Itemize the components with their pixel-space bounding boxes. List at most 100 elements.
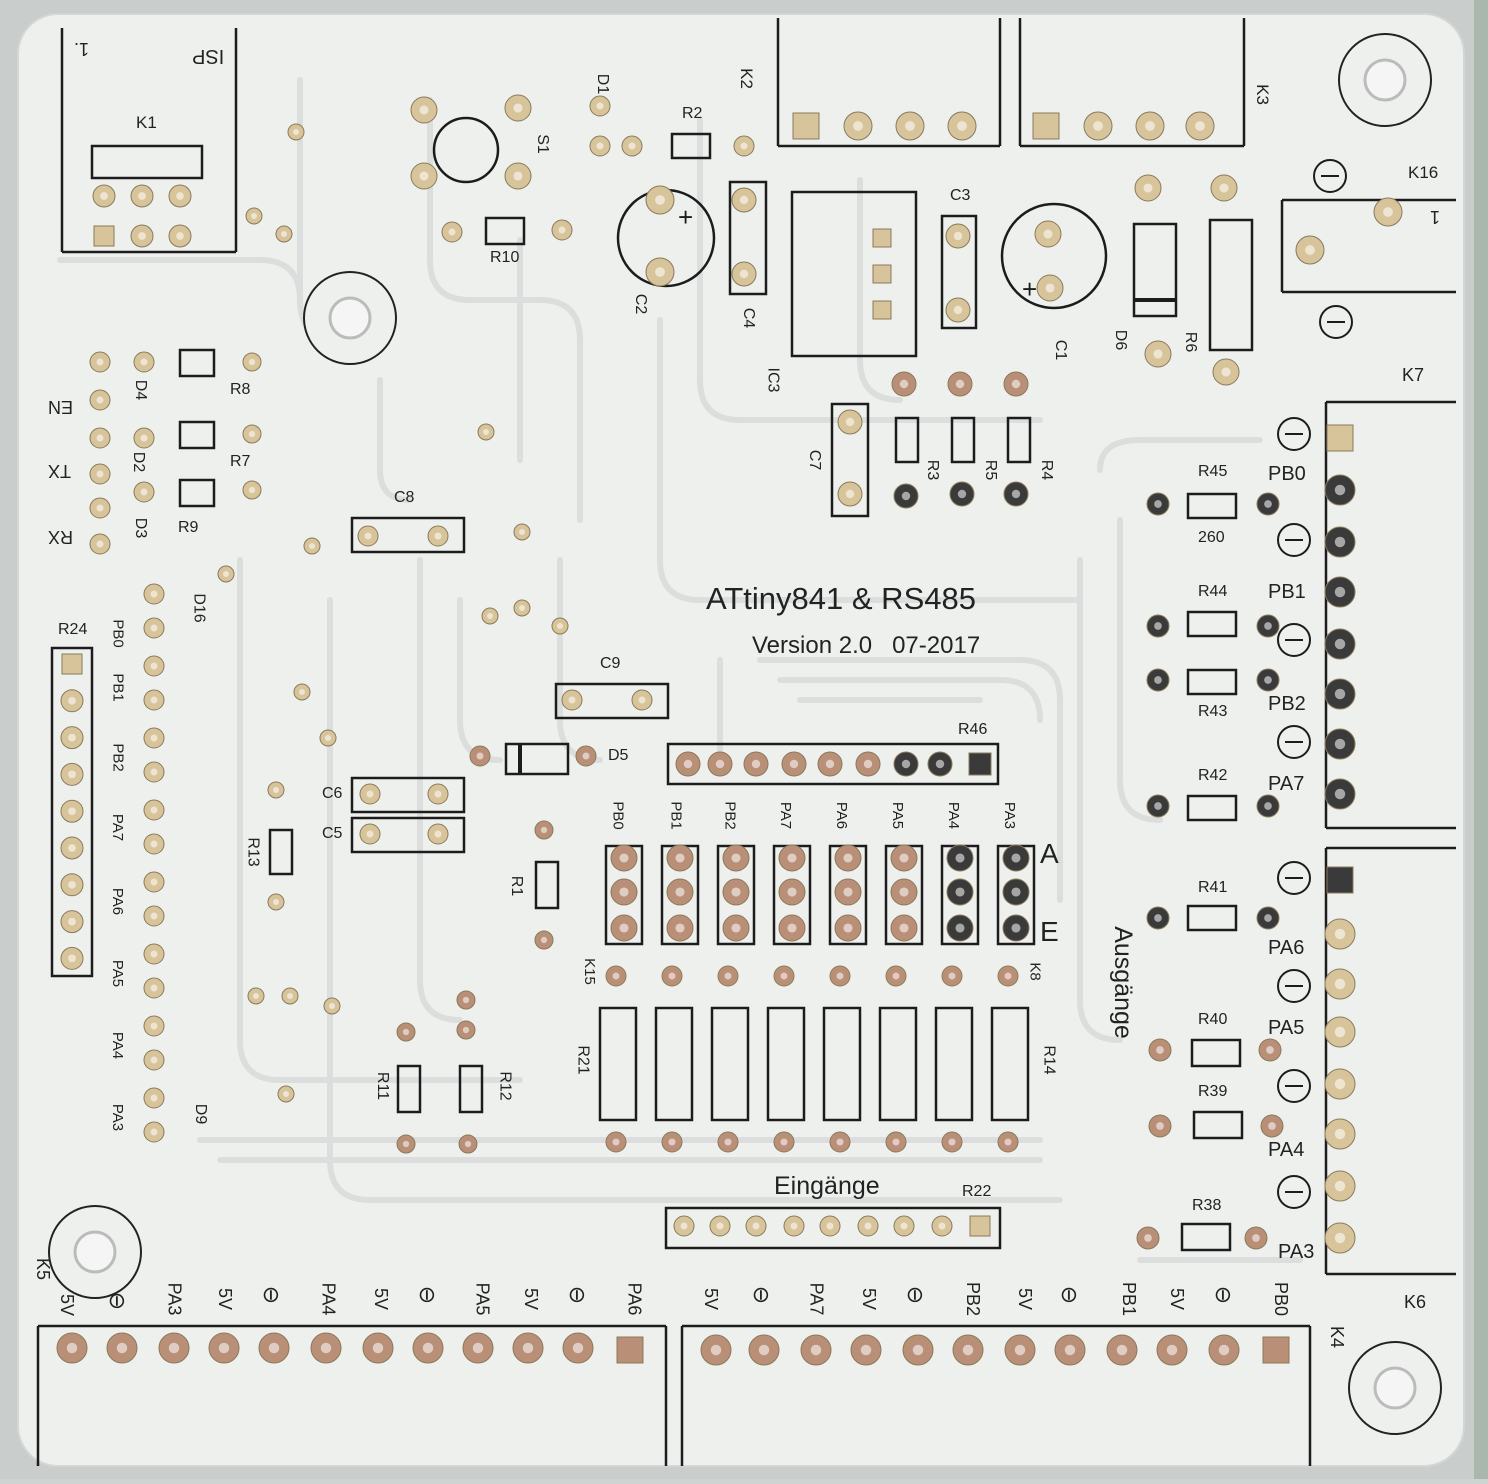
pad-hole — [935, 759, 945, 769]
pad-hole — [836, 972, 844, 980]
ref-d16: D16 — [190, 593, 208, 623]
ref-c7: C7 — [806, 449, 824, 471]
ref-k6: K6 — [1404, 1292, 1427, 1312]
ref-d9: D9 — [192, 1103, 210, 1125]
k4-label: 5V — [701, 1287, 722, 1311]
k4-label: ⊖ — [903, 1285, 929, 1305]
pad-hole — [1154, 914, 1162, 922]
pad-hole — [68, 733, 76, 742]
k6-label: PA4 — [1268, 1139, 1305, 1161]
pad-hole — [843, 923, 853, 933]
pad-hole — [957, 121, 967, 131]
pad-hole — [1334, 536, 1346, 548]
pad-hole — [320, 1342, 332, 1354]
pad-hole — [68, 954, 76, 963]
pad-hole — [140, 358, 148, 366]
pad-hole — [715, 759, 725, 769]
trace — [857, 177, 903, 403]
r3-body — [894, 416, 920, 464]
pad-hole — [1334, 1128, 1346, 1140]
c1-plus-mark: + — [1022, 274, 1037, 304]
pad-hole — [864, 1222, 872, 1230]
k5-label: 5V — [521, 1287, 542, 1311]
pad-hole — [522, 1342, 534, 1354]
pad-hole — [901, 759, 911, 769]
trace — [417, 557, 463, 1023]
ref-r42: R42 — [1198, 767, 1228, 784]
r12-body — [458, 1064, 484, 1114]
pad-hole — [752, 1222, 760, 1230]
c3-outline — [940, 214, 978, 330]
pad-hole — [1154, 676, 1162, 684]
pad-hole — [948, 972, 956, 980]
pad-hole — [1043, 229, 1053, 239]
pad-hole — [366, 790, 374, 798]
jumper-port-label: PA7 — [777, 801, 795, 830]
ic3-pad — [872, 228, 892, 248]
r10-body — [484, 216, 526, 246]
ref-r9: R9 — [178, 519, 199, 536]
pad-hole — [150, 806, 158, 814]
k5-label: PA4 — [318, 1282, 339, 1316]
pad-hole — [402, 1140, 410, 1148]
pad-hole — [251, 213, 257, 219]
pad-hole — [731, 923, 741, 933]
pad-hole — [739, 269, 749, 279]
pad-hole — [1154, 500, 1162, 508]
led-label-en: EN — [48, 397, 74, 417]
trace — [1097, 437, 1263, 473]
pad-hole — [150, 696, 158, 704]
k6-label: PA3 — [1278, 1241, 1315, 1263]
ref-c4: C4 — [740, 307, 758, 329]
mounting-hole — [1363, 58, 1407, 102]
left-port-label: PA3 — [109, 1103, 127, 1132]
pad-hole — [628, 142, 636, 150]
ref-d6: D6 — [1112, 329, 1130, 351]
ref-c5: C5 — [322, 825, 343, 842]
k4-label: PB2 — [963, 1281, 984, 1317]
pad-hole — [789, 759, 799, 769]
ref-r14: R14 — [1040, 1045, 1058, 1075]
pad-hole — [1116, 1344, 1128, 1356]
r46-frame — [666, 742, 1000, 786]
pad-hole — [938, 1222, 946, 1230]
pad-hole — [731, 853, 741, 863]
k5-pin1-pad — [616, 1336, 644, 1364]
pad-hole — [655, 267, 665, 277]
isp-label: ISP — [192, 45, 225, 67]
ref-k15: K15 — [580, 958, 598, 985]
pad-hole — [1266, 1046, 1274, 1054]
left-port-label: PA4 — [109, 1031, 127, 1060]
r24-pin1-pad — [61, 653, 83, 675]
pad-hole — [619, 887, 629, 897]
board-substrate — [17, 13, 1465, 1467]
r22-frame — [664, 1206, 1002, 1250]
pad-hole — [283, 1091, 289, 1097]
pad-hole — [96, 358, 104, 366]
c1-outline — [1000, 202, 1108, 310]
pad-hole — [787, 853, 797, 863]
pad-hole — [138, 192, 146, 200]
c2-plus-mark: + — [678, 202, 693, 232]
mounting-hole — [73, 1230, 117, 1274]
ref-c6: C6 — [322, 785, 343, 802]
jumper-port-label: PA3 — [1001, 801, 1019, 830]
pad-hole — [325, 735, 331, 741]
pad-hole — [582, 752, 590, 760]
pad-hole — [150, 1094, 158, 1102]
pad-hole — [853, 121, 863, 131]
pad-hole — [476, 752, 484, 760]
ref-k3: K3 — [1252, 84, 1272, 105]
trace — [457, 597, 503, 763]
pad-hole — [434, 830, 442, 838]
trace — [657, 317, 1083, 603]
pad-hole — [1334, 638, 1346, 650]
trace — [1117, 517, 1163, 823]
pad-hole — [899, 379, 909, 389]
pad-hole — [675, 853, 685, 863]
k4-label: 5V — [1015, 1287, 1036, 1311]
r44-body — [1186, 610, 1238, 638]
k7-label: PB0 — [1268, 463, 1306, 485]
board-edge-strip — [1474, 0, 1488, 1479]
k6-label: PA6 — [1268, 937, 1305, 959]
